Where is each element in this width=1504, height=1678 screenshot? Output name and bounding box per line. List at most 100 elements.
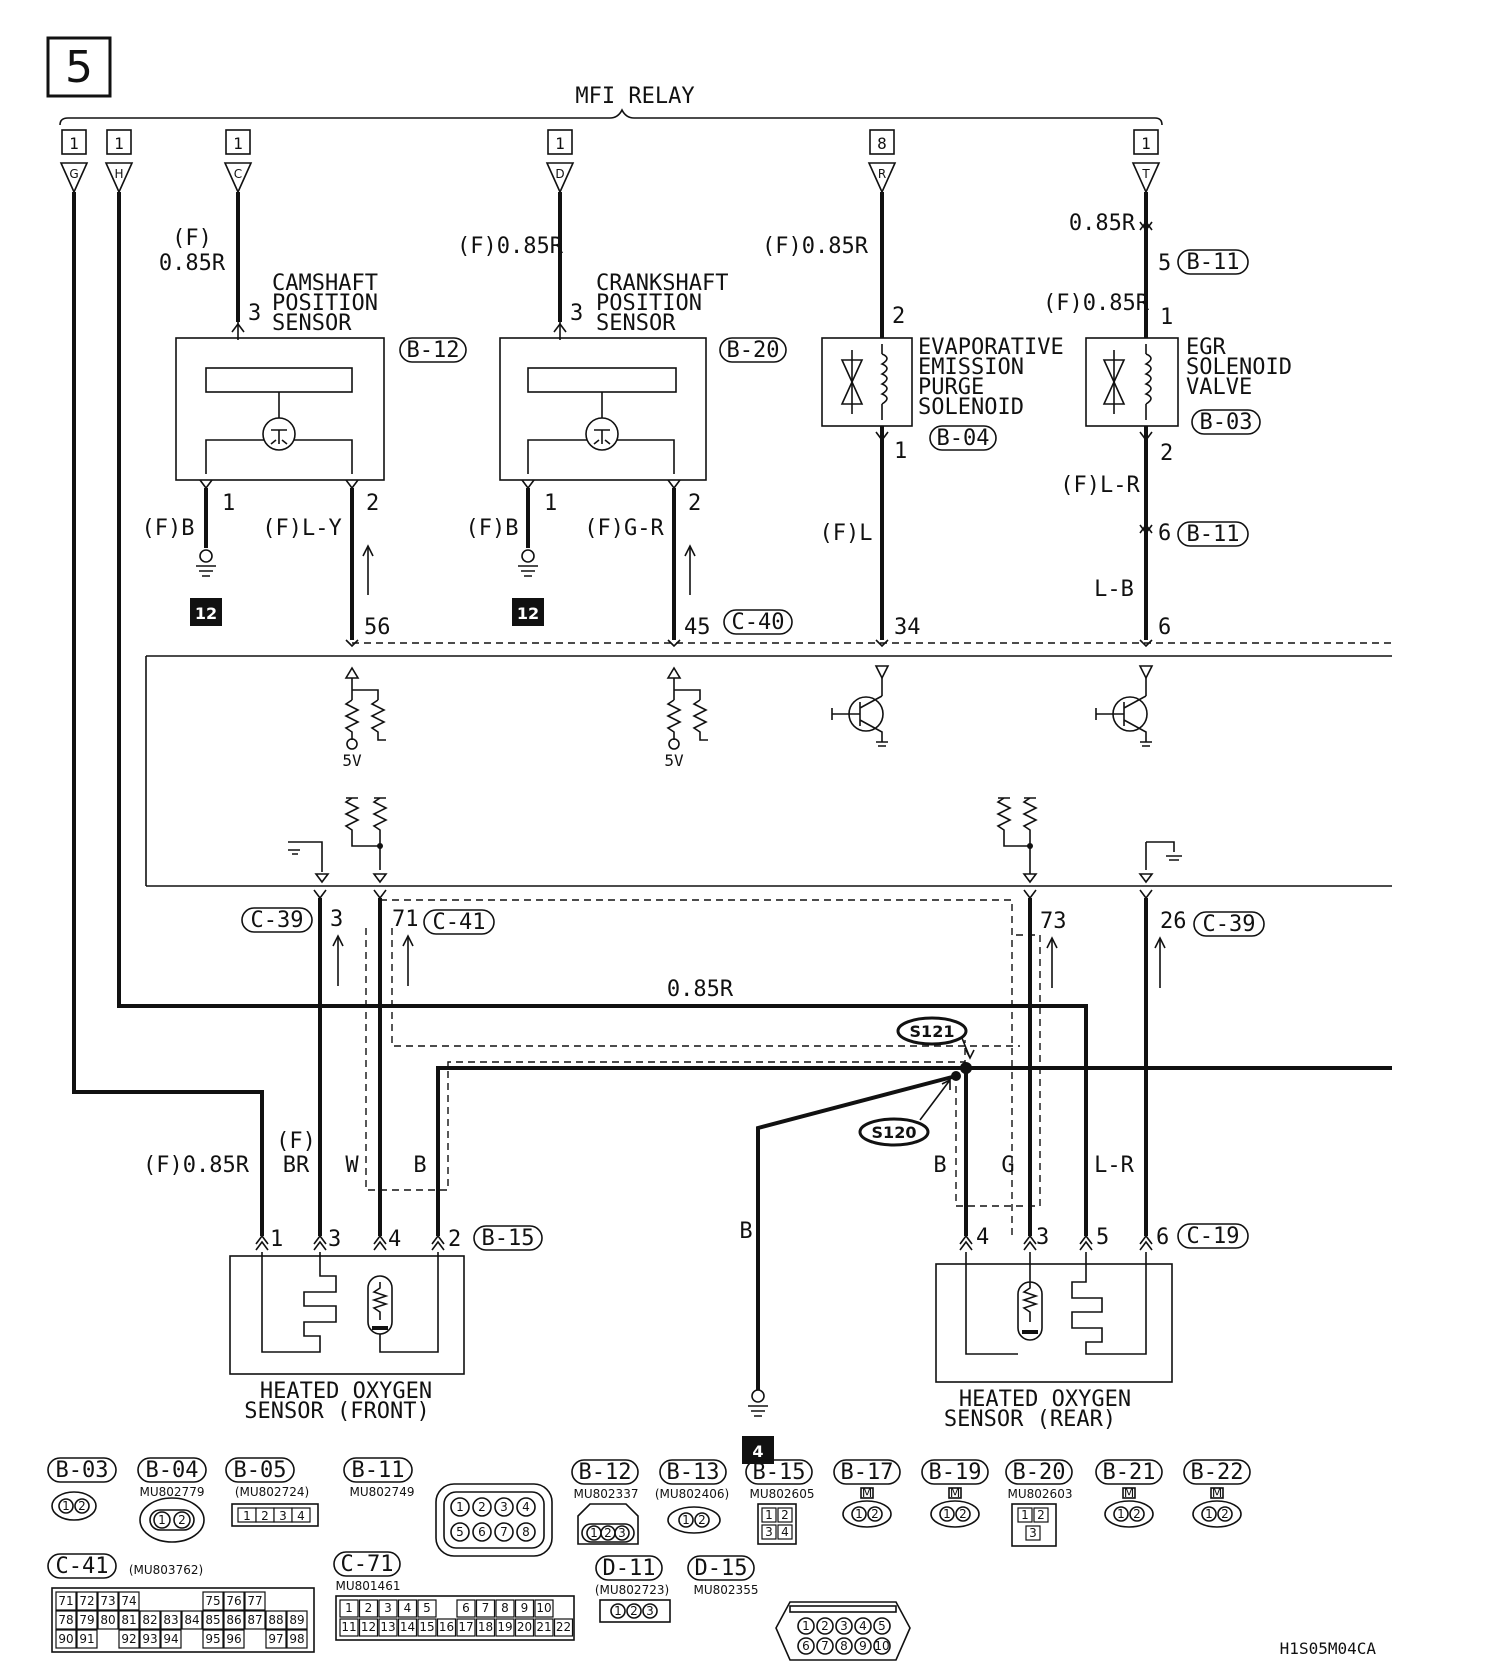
svg-text:0.85R: 0.85R <box>1069 211 1136 236</box>
svg-text:M: M <box>862 1486 872 1500</box>
svg-text:B-20: B-20 <box>1013 1460 1066 1485</box>
connector-pin-label: 93 <box>142 1632 157 1646</box>
connector-pin-cell <box>97 1610 119 1630</box>
connector-pin <box>835 1637 853 1655</box>
svg-text:1: 1 <box>158 1513 166 1527</box>
svg-text:B-15: B-15 <box>753 1460 806 1485</box>
connector-pin-label: 81 <box>121 1613 136 1627</box>
svg-text:(F): (F) <box>172 226 212 251</box>
connector-pin-cell <box>475 1618 496 1637</box>
svg-text:SENSOR: SENSOR <box>596 311 676 336</box>
connector-pin-label: 95 <box>205 1632 220 1646</box>
svg-text:MU802605: MU802605 <box>750 1487 815 1501</box>
connector-pin-label: 3 <box>840 1619 848 1633</box>
svg-text:3: 3 <box>646 1604 654 1618</box>
svg-text:C-71: C-71 <box>341 1552 394 1577</box>
svg-text:5: 5 <box>1096 1225 1109 1250</box>
svg-text:1: 1 <box>456 1500 464 1514</box>
drawing-code: H1S05M04CA <box>1280 1639 1377 1658</box>
connector-pin-label: 18 <box>478 1620 493 1634</box>
svg-text:(F)0.85R: (F)0.85R <box>143 1153 250 1178</box>
svg-text:2: 2 <box>892 304 905 329</box>
connector-pin-cell <box>286 1610 308 1630</box>
connector-pin-cell <box>160 1610 182 1630</box>
connector-pin-cell <box>244 1610 266 1630</box>
ho2-front-sensor: 1 3 4 2 B-15 HEATED OXYGEN SENSOR (FRONT… <box>229 1225 543 1424</box>
svg-text:2: 2 <box>448 1227 461 1252</box>
svg-text:B-12: B-12 <box>407 338 460 363</box>
connector-pin-label: 16 <box>439 1620 454 1634</box>
svg-text:(MU802724): (MU802724) <box>235 1485 309 1499</box>
svg-text:C-40: C-40 <box>732 610 785 635</box>
svg-text:5: 5 <box>1158 251 1171 276</box>
svg-text:SENSOR: SENSOR <box>272 311 352 336</box>
svg-text:1: 1 <box>233 134 243 153</box>
connector-pin-cell <box>139 1610 161 1630</box>
connector-pin-cell <box>118 1610 140 1630</box>
svg-text:26: 26 <box>1160 909 1187 934</box>
svg-text:4: 4 <box>976 1225 989 1250</box>
connector-pin-label: 7 <box>482 1601 490 1615</box>
connector-pin-label: 11 <box>341 1620 356 1634</box>
svg-text:EGR: EGR <box>1186 335 1226 360</box>
connector-pin-label: 85 <box>205 1613 220 1627</box>
svg-text:73: 73 <box>1040 909 1067 934</box>
svg-text:(F)G-R: (F)G-R <box>584 516 664 541</box>
connector-pin-cell <box>514 1618 535 1637</box>
svg-text:S120: S120 <box>872 1123 917 1142</box>
connector-pin-cell <box>223 1610 245 1630</box>
connector-pin <box>835 1617 853 1635</box>
svg-text:1: 1 <box>243 1509 251 1523</box>
svg-text:6: 6 <box>1158 521 1171 546</box>
svg-text:3: 3 <box>1036 1225 1049 1250</box>
svg-text:(F)B: (F)B <box>466 516 519 541</box>
legend-b-11: B-11 MU802749 1 2 3 4 5 6 7 8 <box>343 1457 553 1557</box>
connector-pin-cell <box>55 1591 77 1611</box>
connector-pin-cell <box>436 1618 457 1637</box>
svg-text:B-22: B-22 <box>1191 1460 1244 1485</box>
connector-pin <box>797 1637 815 1655</box>
connector-pin-cell <box>76 1591 98 1611</box>
connector-pin-cell <box>97 1591 119 1611</box>
connector-pin-cell <box>223 1629 245 1649</box>
connector-pin-cell <box>55 1629 77 1649</box>
svg-text:PURGE: PURGE <box>918 375 984 400</box>
connector-pin-label: 83 <box>163 1613 178 1627</box>
connector-pin-cell <box>202 1629 224 1649</box>
svg-text:B-03: B-03 <box>56 1458 109 1483</box>
svg-text:MU802749: MU802749 <box>350 1485 415 1499</box>
svg-text:2: 2 <box>1160 441 1173 466</box>
connector-pin-label: 6 <box>802 1639 810 1653</box>
svg-text:4: 4 <box>297 1509 305 1523</box>
svg-text:B-21: B-21 <box>1103 1460 1156 1485</box>
connector-pin-label: 22 <box>556 1620 571 1634</box>
connector-pin-label: 3 <box>384 1601 392 1615</box>
svg-text:B-17: B-17 <box>841 1460 894 1485</box>
svg-text:B-04: B-04 <box>937 426 990 451</box>
connector-pin-cell <box>160 1629 182 1649</box>
legend-b-13: B-13 (MU802406) 1 2 <box>655 1459 729 1534</box>
svg-text:4: 4 <box>752 1442 763 1461</box>
svg-text:B: B <box>413 1153 426 1178</box>
svg-text:2: 2 <box>871 1507 879 1521</box>
connector-pin-cell <box>55 1610 77 1630</box>
connector-pin-label: 6 <box>462 1601 470 1615</box>
svg-text:EMISSION: EMISSION <box>918 355 1024 380</box>
svg-text:D: D <box>555 167 564 181</box>
connector-pin-label: 71 <box>58 1594 73 1608</box>
terminal-t: 1 T <box>1131 129 1161 194</box>
connector-pin <box>873 1637 891 1655</box>
connector-pin-cell <box>76 1629 98 1649</box>
connector-pin-label: 4 <box>859 1619 867 1633</box>
connector-pin-label: 86 <box>226 1613 241 1627</box>
connector-pin-cell <box>397 1618 418 1637</box>
svg-text:45: 45 <box>684 615 711 640</box>
svg-text:3: 3 <box>328 1227 341 1252</box>
terminal-g: 1 G <box>59 129 89 194</box>
legend-d-11: D-11 (MU802723) 1 2 3 <box>595 1555 671 1623</box>
terminal-d: 1 D <box>545 129 575 194</box>
connector-pin-label: 72 <box>79 1594 94 1608</box>
svg-text:MU801461: MU801461 <box>336 1579 401 1593</box>
svg-text:56: 56 <box>364 615 391 640</box>
page-number: 5 <box>65 42 93 93</box>
